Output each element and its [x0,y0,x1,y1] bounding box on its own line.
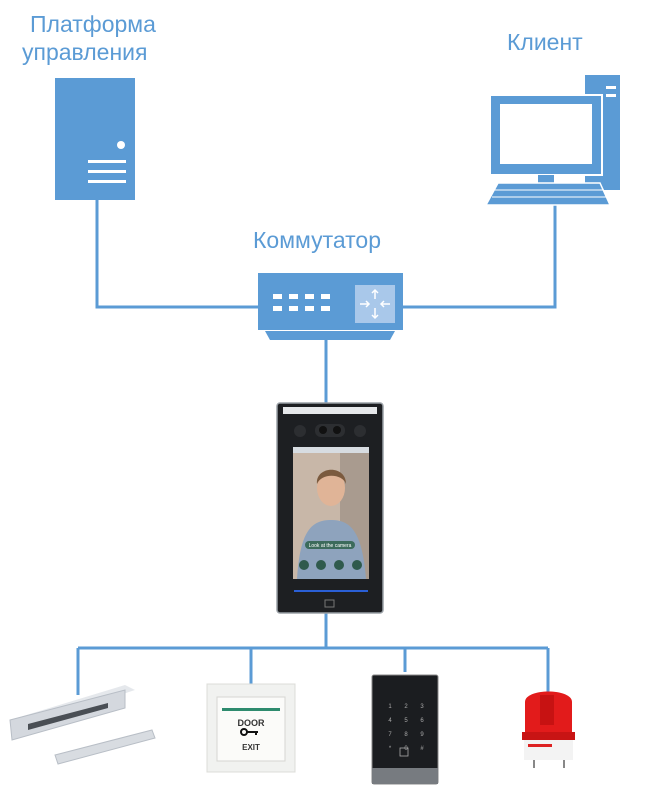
platform-label-line2: управления [22,39,147,65]
keypad-key: 4 [388,718,392,724]
keypad-key: 2 [404,704,408,710]
keypad-key: 6 [420,718,424,724]
keypad-key: # [420,746,424,752]
keypad-key: 7 [388,732,392,738]
keypad-key: 5 [404,718,408,724]
access-terminal: Look at the camera [276,402,384,614]
keypad-key: 3 [420,704,424,710]
screen-prompt: Look at the camera [309,543,352,549]
exit-button-device: DOOR EXIT [206,683,296,773]
switch-label: Коммутатор [253,227,381,253]
keypad-key: 8 [404,732,408,738]
alarm-siren-icon [522,691,575,768]
platform-label-line1: Платформа [30,11,156,37]
keypad-key: 1 [388,704,392,710]
client-label: Клиент [507,29,583,55]
server-icon [55,78,135,200]
connection-lines [76,200,557,705]
magnetic-lock [9,685,156,765]
computer-icon [484,75,620,206]
keypad-key: * [389,746,392,752]
keypad-key: 9 [420,732,424,738]
switch-icon [258,273,403,340]
keypad-reader: 1 2 3 4 5 6 7 8 9 * 0 # [371,674,439,785]
keypad-key: 0 [404,746,408,752]
key-icon [240,728,258,736]
exit-button-line1: DOOR [238,718,266,728]
exit-button-line2: EXIT [242,743,260,752]
